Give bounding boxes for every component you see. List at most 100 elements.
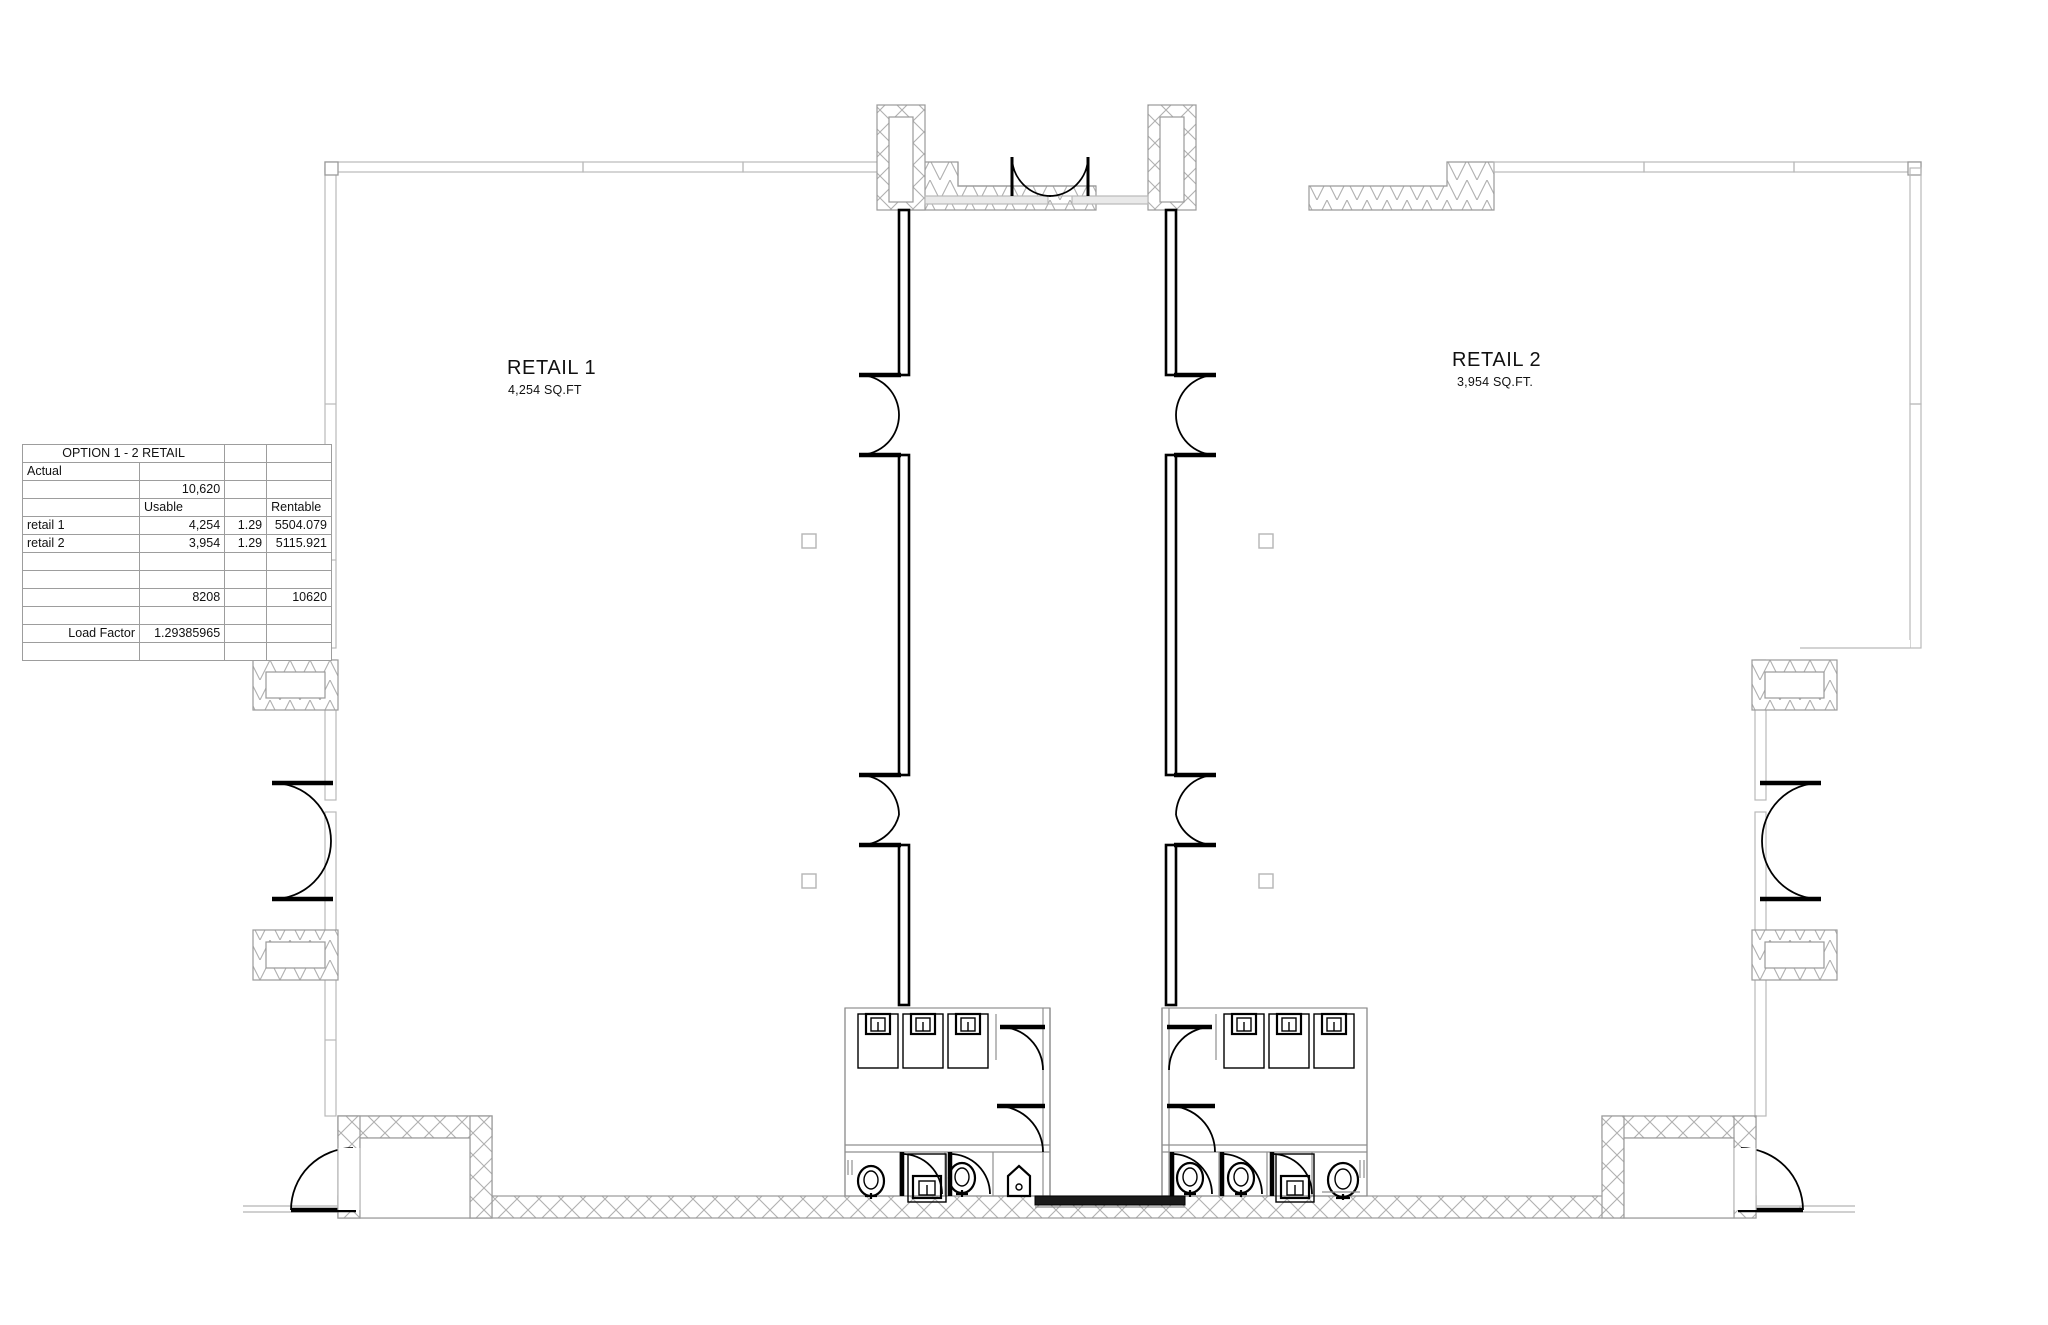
cell-rentable [266,570,332,589]
building-shell [243,161,1922,1219]
toilet-stall [947,1012,989,1069]
cell-label [21,606,141,625]
table-row: retail 2 3,954 1.29 5115.921 [21,534,332,553]
table-row [21,606,332,625]
cell-factor [224,462,268,481]
restroom-west-fixtures [847,1152,1032,1203]
cell-factor [224,498,268,517]
corridor-door-nw[interactable] [858,372,901,458]
table-row [21,570,332,589]
table-row: retail 1 4,254 1.29 5504.079 [21,516,332,535]
accessible-toilet [1275,1153,1315,1203]
cell-usable: 4,254 [139,516,226,535]
retail-2-name: RETAIL 2 [1452,349,1541,371]
south-west-exit-door[interactable] [290,1147,361,1213]
toilet-stall [857,1012,899,1069]
cell-factor: 1.29 [224,534,268,553]
north-entry-towers [876,104,1197,211]
cell-label: retail 2 [21,534,141,553]
toilet-stall-group-east [1215,1012,1355,1069]
restroom-west [844,1007,1051,1203]
corridor-door-se[interactable] [1174,772,1217,848]
cell-rentable: 5115.921 [266,534,332,553]
west-masonry-pilaster-upper [252,659,339,711]
restroom-west-vestibule-door[interactable] [996,1103,1045,1153]
cell-label [21,588,141,607]
cell-label [21,642,141,661]
restroom-east [1161,1007,1368,1203]
column-marker [801,873,817,889]
west-masonry-pilaster-lower [252,929,339,981]
cell-factor [224,606,268,625]
retail-1-area: 4,254 SQ.FT [508,383,582,397]
cell-rentable [266,462,332,481]
load-factor-value: 1.29385965 [139,624,226,643]
cell-factor: 1.29 [224,516,268,535]
cell-usable: 3,954 [139,534,226,553]
restroom-east-entry-door[interactable] [1167,1024,1213,1071]
cell-rentable: 5504.079 [266,516,332,535]
table-row [21,552,332,571]
table-title-spacer-c [224,444,268,463]
restroom-east-vestibule-door[interactable] [1167,1103,1216,1153]
toilet-stall [1268,1012,1310,1069]
cell-label [21,570,141,589]
column-marker [1258,533,1274,549]
north-entry-double-door[interactable] [1010,156,1090,197]
east-exterior-double-door[interactable] [1760,780,1821,902]
lavatory-sink [856,1164,886,1199]
lavatory-sink [1175,1161,1205,1197]
east-masonry-pilaster-lower [1751,929,1838,981]
area-summary-table: OPTION 1 - 2 RETAIL Actual 10,620 Usable [21,444,332,661]
table-row-totals: 8208 10620 [21,588,332,607]
column-marker [1258,873,1274,889]
cell-rentable [266,552,332,571]
toilet-stall [1313,1012,1355,1069]
retail-2-area: 3,954 SQ.FT. [1457,375,1533,389]
toilet-stall [902,1012,944,1069]
table-title-spacer-d [266,444,332,463]
header-rentable: Rentable [266,498,332,517]
cell-factor [224,624,268,643]
area-summary-table-body: OPTION 1 - 2 RETAIL Actual 10,620 Usable [21,444,332,661]
toilet-stall [1223,1012,1265,1069]
cell-factor [224,570,268,589]
lavatory-sink [947,1161,977,1197]
restroom-west-entry-door[interactable] [999,1024,1045,1071]
north-west-storefront [324,161,912,176]
cell-rentable [266,624,332,643]
restroom-east-fixtures [1169,1152,1365,1203]
table-title-cell: OPTION 1 - 2 RETAIL [21,444,226,463]
cell-label [21,498,141,517]
column-marker [801,533,817,549]
corridor-demising-walls [897,208,1178,1007]
cell-usable [139,462,226,481]
south-east-exit-door[interactable] [1733,1147,1804,1213]
cell-rentable [266,480,332,499]
toilet-stall-group-west [857,1012,997,1069]
north-tower-west [876,104,926,211]
north-east-masonry-jog [1308,161,1495,211]
table-row-headers: Usable Rentable [21,498,332,517]
cell-factor [224,588,268,607]
cell-label: Actual [21,462,141,481]
corridor-door-sw[interactable] [858,772,901,848]
lavatory-sink [1326,1161,1360,1200]
south-east-entry-vestibule [1601,1115,1757,1219]
cell-rentable-total: 10620 [266,588,332,607]
west-exterior-double-door[interactable] [272,780,333,902]
cell-label [21,480,141,499]
corridor-door-ne[interactable] [1174,372,1217,458]
table-row-title: OPTION 1 - 2 RETAIL [21,444,332,463]
cell-usable [139,552,226,571]
table-row: Actual [21,462,332,481]
retail-1-name: RETAIL 1 [507,357,596,379]
south-west-entry-vestibule [337,1115,493,1219]
cell-usable: 10,620 [139,480,226,499]
cell-usable [139,570,226,589]
cell-factor [224,642,268,661]
cell-label: retail 1 [21,516,141,535]
structural-column-markers [801,533,1274,889]
